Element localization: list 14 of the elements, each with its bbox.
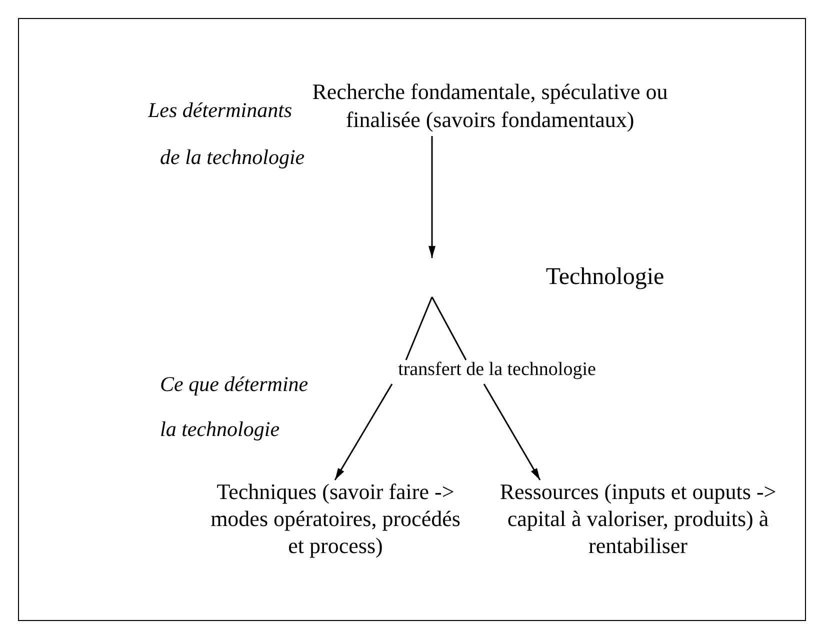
- node-text: transfert de la technologie: [397, 358, 597, 382]
- connector-line: [431, 296, 467, 360]
- node-text: Techniques (savoir faire -> modes opératoires, procédés et process): [210, 478, 462, 559]
- arrow: [483, 384, 541, 480]
- italic-heading: Les déterminants: [148, 98, 292, 123]
- connector-line: [405, 296, 433, 360]
- arrow: [334, 384, 393, 480]
- italic-heading: Ce que détermine: [160, 372, 308, 397]
- arrow: [428, 136, 436, 258]
- node-text: Recherche fondamentale, spéculative ou finalisée (savoirs fondamentaux): [311, 78, 669, 134]
- italic-heading: de la technologie: [160, 145, 305, 170]
- italic-heading: la technologie: [160, 417, 280, 442]
- node-text: Technologie: [544, 263, 666, 291]
- node-text: Ressources (inputs et ouputs -> capital à valoriser, produits) à rentabiliser: [498, 478, 778, 559]
